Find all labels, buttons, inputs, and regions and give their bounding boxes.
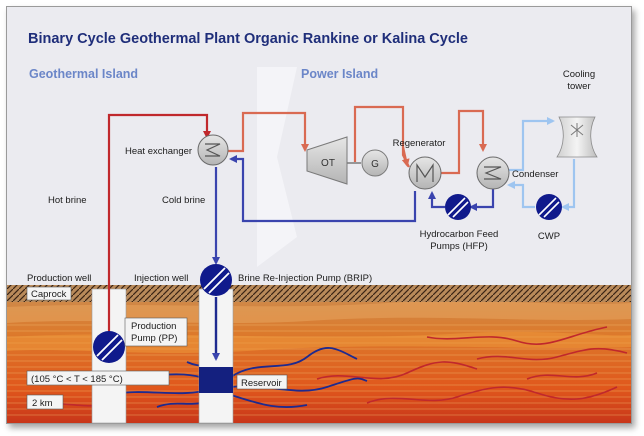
depth-label: 2 km — [32, 398, 53, 409]
vapour-pipe-to-turbine — [225, 111, 309, 153]
diagram-title: Binary Cycle Geothermal Plant Organic Ra… — [28, 31, 468, 47]
temperature-label: (105 °C < T < 185 °C) — [31, 374, 123, 385]
strata-band-upper — [7, 301, 631, 323]
turbine-label: OT — [321, 158, 335, 169]
depth-label-box — [26, 394, 64, 410]
reservoir-block — [199, 367, 233, 393]
geothermal-island-label: Geothermal Island — [29, 67, 138, 81]
cold-brine-label: Cold brine — [162, 195, 205, 206]
regenerator-to-condenser-pipe — [441, 109, 487, 175]
brip-pump-icon — [200, 264, 232, 296]
heat-exchanger-icon — [197, 134, 229, 166]
cooling-water-from-tower — [561, 159, 576, 211]
cooling-tower-label-line1: Cooling — [563, 69, 595, 80]
hot-brine-label: Hot brine — [48, 195, 87, 206]
diagram-frame: Binary Cycle Geothermal Plant Organic Ra… — [6, 6, 632, 424]
production-well-label: Production well — [27, 273, 91, 284]
liquid-return-pipe — [229, 155, 417, 223]
caprock-label: Caprock — [31, 289, 67, 300]
turbine-icon — [306, 136, 348, 185]
caprock-label-box — [26, 286, 72, 301]
cooling-tower-label-line2: tower — [567, 81, 590, 92]
generator-label: G — [371, 159, 379, 170]
generator-icon — [361, 149, 389, 177]
production-pump-icon — [93, 331, 125, 363]
cwp-label: CWP — [538, 231, 560, 242]
hfp-label-line1: Hydrocarbon Feed — [420, 229, 499, 240]
temperature-label-box — [26, 370, 170, 386]
background-highlight — [257, 67, 297, 267]
condenser-label: Condenser — [512, 169, 558, 180]
production-pump-label-line1: Production — [131, 321, 176, 332]
reservoir-label-box — [236, 374, 288, 390]
hfp-to-regenerator-pipe — [428, 191, 445, 209]
cwp-pump-icon — [536, 194, 562, 220]
reservoir-label: Reservoir — [241, 378, 282, 389]
regenerator-icon — [408, 156, 442, 190]
heat-exchanger-label: Heat exchanger — [125, 146, 192, 157]
cooling-tower-icon — [556, 116, 598, 158]
geothermal-plant-diagram: Binary Cycle Geothermal Plant Organic Ra… — [7, 31, 631, 423]
turbine-exhaust-pipe — [353, 105, 410, 168]
injection-well-label: Injection well — [134, 273, 188, 284]
caprock-layer — [7, 285, 631, 302]
regenerator-label: Regenerator — [393, 138, 446, 149]
cooling-water-to-tower — [509, 117, 555, 172]
condensate-pipe — [469, 189, 495, 211]
production-pump-label-line2: Pump (PP) — [131, 333, 177, 344]
hot-brine-pipe — [107, 113, 211, 332]
hfp-pump-icon — [445, 194, 471, 220]
brip-label: Brine Re-Injection Pump (BRIP) — [238, 273, 372, 284]
hfp-label-line2: Pumps (HFP) — [430, 241, 488, 252]
turbine-exhaust-arrow — [401, 146, 410, 167]
condenser-icon — [476, 156, 510, 190]
cwp-to-condenser — [507, 181, 535, 209]
power-island-label: Power Island — [301, 67, 378, 81]
production-pump-label-box — [124, 317, 188, 347]
